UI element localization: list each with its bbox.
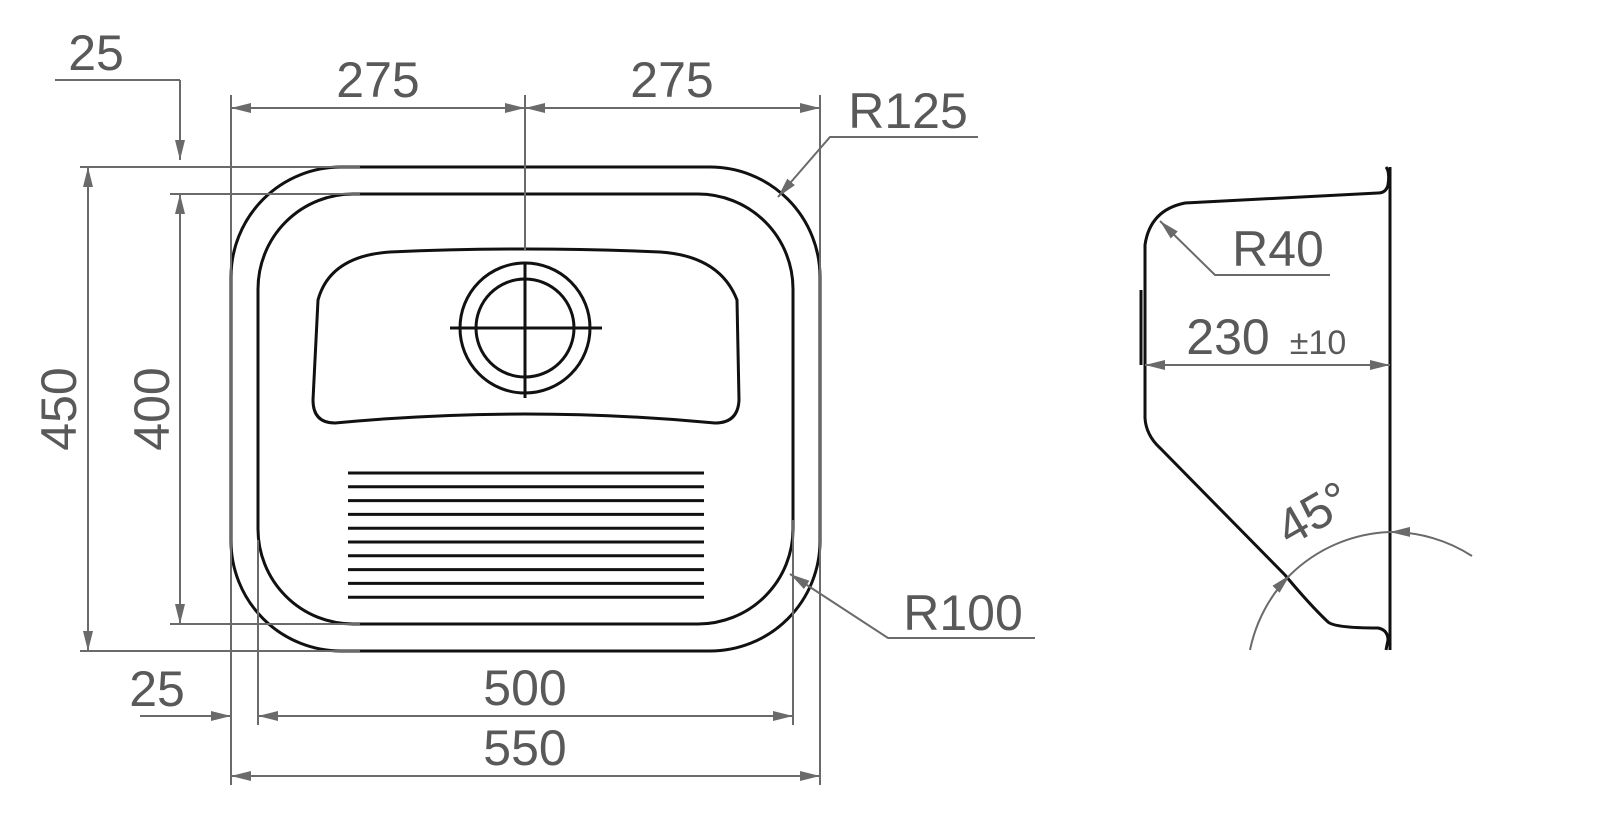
dim-corner-outer-radius: R125 [848,83,968,139]
side-view: R40 230 ±10 45° [1139,166,1473,651]
sink-inner-bowl [256,192,795,626]
dim-depth: 230 [1186,309,1269,365]
dim-depth-tolerance: ±10 [1290,324,1346,362]
dim-corner-radius: R40 [1232,221,1324,277]
dim-width-outer: 550 [483,720,566,776]
top-view: 25 275 275 R125 450 400 R100 25 500 550 [31,25,1035,785]
basin-recess [311,247,741,425]
dim-height-outer: 450 [31,367,87,450]
dim-angle: 45° [1267,470,1360,556]
dim-half-left: 275 [336,52,419,108]
dim-height-inner: 400 [124,367,180,450]
dim-corner-inner-radius: R100 [903,585,1023,641]
dim-width-inner: 500 [483,660,566,716]
sink-profile [1143,166,1391,651]
dim-half-right: 275 [630,52,713,108]
washboard-ribs [348,471,704,599]
dim-rim-top: 25 [68,25,124,81]
dimension-lines [83,103,1035,781]
dim-rim-left: 25 [129,661,185,717]
side-dimension-lines [1145,220,1473,651]
extension-lines [55,79,821,785]
